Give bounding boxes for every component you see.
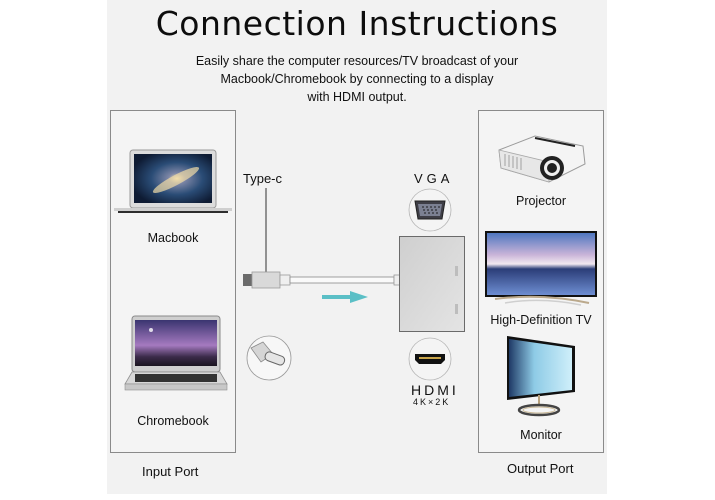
subtitle-line: Macbook/Chromebook by connecting to a di…	[220, 72, 494, 86]
vga-label: VGA	[414, 171, 454, 186]
subtitle-line: Easily share the computer resources/TV b…	[195, 54, 519, 68]
device-label-macbook: Macbook	[147, 231, 199, 245]
type-c-plug-closeup-icon	[246, 335, 292, 381]
monitor-icon	[507, 336, 575, 417]
device-label-hd-tv: High-Definition TV	[490, 313, 592, 327]
projector-icon	[498, 135, 586, 183]
output-port-label: Output Port	[507, 461, 574, 476]
chromebook-laptop-icon	[124, 315, 228, 391]
subtitle: Easily share the computer resources/TV b…	[107, 52, 607, 106]
type-c-leader-line	[265, 188, 267, 288]
hdmi-resolution-label: 4K×2K	[413, 397, 451, 407]
input-port-label: Input Port	[142, 464, 199, 479]
type-c-cable-icon	[243, 271, 403, 289]
device-label-chromebook: Chromebook	[137, 414, 209, 428]
hdmi-port-icon	[408, 337, 452, 381]
device-label-projector: Projector	[515, 194, 567, 208]
page-title: Connection Instructions	[155, 4, 559, 43]
macbook-laptop-icon	[114, 149, 232, 213]
type-c-label: Type-c	[243, 171, 283, 186]
direction-arrow-icon	[322, 291, 368, 303]
hdmi-label: HDMI	[411, 382, 459, 398]
device-label-monitor: Monitor	[520, 428, 562, 442]
subtitle-line: with HDMI output.	[307, 90, 407, 104]
adapter-hub-icon	[399, 236, 465, 332]
tv-icon	[485, 231, 597, 306]
vga-port-icon	[408, 188, 452, 232]
